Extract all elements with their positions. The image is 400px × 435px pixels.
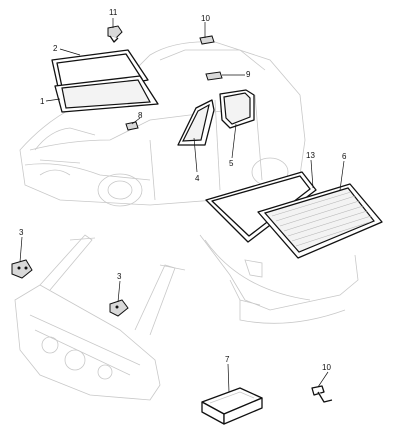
mount-right <box>109 299 129 317</box>
callout-3-right: 3 <box>117 272 122 281</box>
callout-labels: 11 10 2 9 1 8 4 5 13 6 3 3 7 10 <box>19 8 347 372</box>
firewall-bulkhead-outline <box>14 234 186 401</box>
clip-part <box>107 25 123 43</box>
front-door-glass <box>177 99 215 146</box>
sealant-kit-box <box>201 387 263 425</box>
callout-7: 7 <box>225 355 230 364</box>
callout-6: 6 <box>342 152 347 161</box>
bracket-part <box>311 385 333 403</box>
rear-door-glass <box>219 89 255 129</box>
glass-strip-part <box>205 71 223 81</box>
sensor-pad-part <box>125 121 139 131</box>
windshield-glass <box>54 75 159 113</box>
callout-3-left: 3 <box>19 228 24 237</box>
car-body-outline <box>19 41 306 207</box>
callout-13: 13 <box>306 151 315 160</box>
callout-9: 9 <box>246 70 251 79</box>
callout-4: 4 <box>195 174 200 183</box>
rear-window-glass <box>257 183 383 259</box>
callout-10-bottom: 10 <box>322 363 331 372</box>
callout-10-top: 10 <box>201 14 210 23</box>
callout-5: 5 <box>229 159 234 168</box>
mount-left <box>11 259 33 279</box>
rear-window-seal <box>205 171 317 243</box>
rear-hatch-outline <box>199 234 359 324</box>
callout-2: 2 <box>53 44 58 53</box>
callout-11: 11 <box>109 8 118 17</box>
callout-1: 1 <box>40 97 45 106</box>
leader-lines <box>19 18 345 393</box>
callout-8: 8 <box>138 111 143 120</box>
small-pad-part <box>199 35 215 45</box>
